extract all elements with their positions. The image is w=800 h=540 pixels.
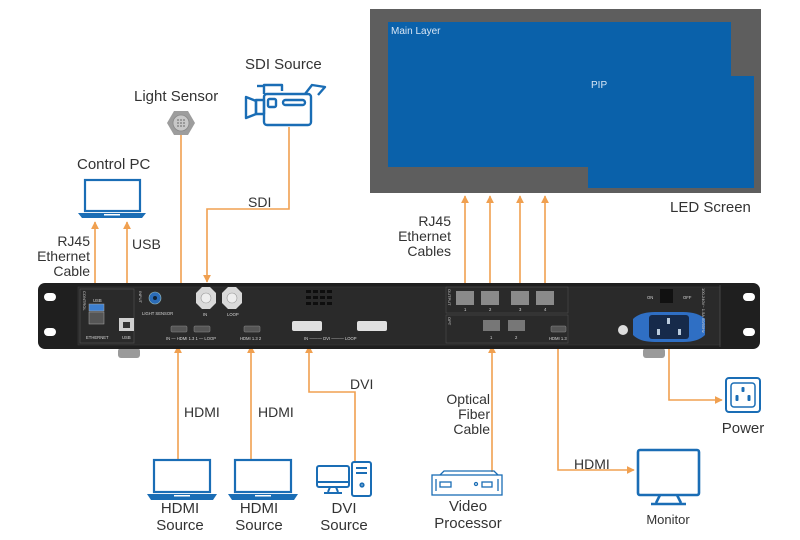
dvi-label: IN ——— DVI ——— LOOP — [304, 336, 357, 341]
opt-port-2 — [508, 320, 525, 331]
hdmi-loop-1-port — [193, 325, 211, 333]
output-port-2 — [481, 291, 499, 305]
ethernet-port-label: ETHERNET — [86, 335, 109, 340]
sdi-in-label: IN — [203, 312, 207, 317]
output-port-3 — [511, 291, 529, 305]
dvi-source-desktop-icon — [316, 461, 372, 497]
video-processor-icon — [431, 470, 503, 496]
usb-b-port-label: USB — [122, 335, 131, 340]
dvi-source-label: DVI Source — [320, 500, 368, 534]
hdmi-out-label: HDMI 1.3 — [549, 336, 567, 341]
opt-port-1-label: 1 — [490, 335, 493, 340]
output-port-2-label: 2 — [489, 307, 492, 312]
opt-port-2-label: 2 — [515, 335, 518, 340]
light-sensor-icon — [167, 111, 195, 135]
hdmi-cable-1-label: HDMI — [184, 404, 220, 420]
cable-sdi — [203, 127, 290, 283]
ethernet-port — [88, 311, 105, 325]
hdmi-cable-2-label: HDMI — [258, 404, 294, 420]
hdmi-1-label: IN — HDMI 1.3 1 — LOOP — [166, 336, 216, 341]
cable-hdmi-monitor — [557, 342, 635, 474]
hdmi-in-2-port — [243, 325, 261, 333]
output-port-1 — [456, 291, 474, 305]
dvi-loop-port — [357, 321, 387, 331]
hdmi-out-port — [550, 325, 567, 333]
opt-port-1 — [483, 320, 500, 331]
cable-light-sensor — [159, 135, 182, 302]
sdi-cable-label: SDI — [248, 194, 272, 210]
opt-section-label: OPT — [447, 317, 452, 326]
dvi-cable-label: DVI — [350, 376, 374, 392]
hdmi-source-2-label: HDMI Source — [235, 500, 283, 534]
power-switch — [660, 289, 673, 303]
usb-cable-label: USB — [132, 236, 161, 252]
hdmi-source-2-laptop-icon — [228, 458, 298, 500]
hdmi-2-label: HDMI 1.3 2 — [240, 336, 262, 341]
pip-label: PIP — [591, 80, 608, 91]
rj45-ethernet-cables-label: RJ45 Ethernet Cables — [398, 213, 451, 259]
led-controller-device: CONTROL USB ETHERNET USB INPUT LIGHT SEN… — [38, 283, 760, 358]
monitor-label: Monitor — [646, 512, 690, 527]
optical-fiber-cable-label: Optical Fiber Cable — [446, 391, 490, 437]
control-section-label: CONTROL — [82, 291, 87, 311]
pip-layer: PIP — [588, 76, 754, 188]
power-rating-label: 100-240V~ 1.5A 50/60Hz — [701, 288, 706, 333]
cable-dvi — [305, 345, 356, 461]
output-port-3-label: 3 — [519, 307, 522, 312]
led-screen-title: LED Screen — [670, 199, 751, 216]
hdmi-monitor-cable-label: HDMI — [574, 456, 610, 472]
switch-on-label: ON — [647, 295, 653, 300]
output-port-4-label: 4 — [544, 307, 547, 312]
cable-power — [668, 330, 723, 404]
video-camera-icon — [244, 83, 327, 127]
main-layer-label: Main Layer — [391, 26, 441, 37]
light-sensor-label: Light Sensor — [134, 88, 219, 105]
ground-terminal — [618, 325, 628, 335]
output-section-label: OUTPUT — [447, 289, 452, 306]
hdmi-source-1-label: HDMI Source — [156, 500, 204, 534]
control-pc-label: Control PC — [77, 156, 151, 173]
power-label: Power — [721, 420, 765, 437]
dvi-in-port — [292, 321, 322, 331]
output-port-4 — [536, 291, 554, 305]
input-section-label: INPUT — [138, 291, 143, 304]
switch-off-label: OFF — [683, 295, 692, 300]
sdi-loop-label: LOOP — [227, 312, 239, 317]
monitor-icon — [636, 448, 701, 506]
rj45-ethernet-cable-label: RJ45 Ethernet Cable — [37, 233, 90, 279]
light-sensor-port-label: LIGHT SENSOR — [142, 311, 173, 316]
led-screen: Main Layer PIP — [370, 9, 761, 193]
control-pc-laptop-icon — [78, 178, 146, 218]
sdi-source-label: SDI Source — [245, 56, 322, 73]
video-processor-label: Video Processor — [434, 498, 502, 532]
hdmi-source-1-laptop-icon — [147, 458, 217, 500]
hdmi-in-1-port — [170, 325, 188, 333]
power-outlet-icon — [725, 377, 761, 413]
usb-port-label: USB — [93, 298, 102, 303]
usb-a-port — [88, 303, 105, 312]
output-port-1-label: 1 — [464, 307, 467, 312]
